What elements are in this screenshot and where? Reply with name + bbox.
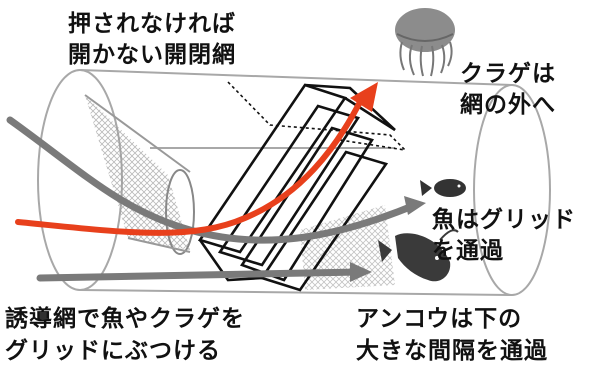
- jellyfish-path: [15, 99, 363, 236]
- anglerfish-path: [36, 268, 364, 282]
- jellyfish-label-line1: クラゲは: [460, 61, 556, 87]
- anglerfish-icon: [378, 229, 459, 282]
- jellyfish-label-line2: 網の外へ: [460, 92, 556, 118]
- net-cylinder: [37, 69, 551, 296]
- fish-label-line1: 魚はグリッド: [432, 207, 576, 233]
- jellyfish-icon: [395, 8, 455, 77]
- jellyfish-path-arrowhead: [350, 82, 378, 112]
- net-label-line2: 開かない開閉網: [68, 42, 236, 68]
- grid-gate: [197, 83, 396, 292]
- guide-label-line2: グリッドにぶつける: [5, 338, 221, 364]
- net-callout-dotted: [227, 81, 408, 152]
- fish-label-line2: を通過: [432, 238, 504, 264]
- cylinder-top-edge: [79, 69, 513, 86]
- net-label-line1: 押されなければ: [68, 11, 236, 37]
- guide-funnel-net: [84, 94, 195, 255]
- fish-icon: [420, 179, 466, 197]
- cylinder-bottom-edge: [79, 289, 513, 296]
- net-mouth-ring: [37, 69, 123, 291]
- anglerfish-label-line2: 大きな間隔を通過: [356, 338, 548, 364]
- anglerfish-label-line1: アンコウは下の: [356, 306, 523, 332]
- guide-label-line1: 誘導網で魚やクラゲを: [5, 306, 245, 332]
- anglerfish-path-arrowhead: [350, 262, 372, 282]
- fish-path-arrowhead: [404, 196, 426, 215]
- lower-mesh: [300, 205, 395, 290]
